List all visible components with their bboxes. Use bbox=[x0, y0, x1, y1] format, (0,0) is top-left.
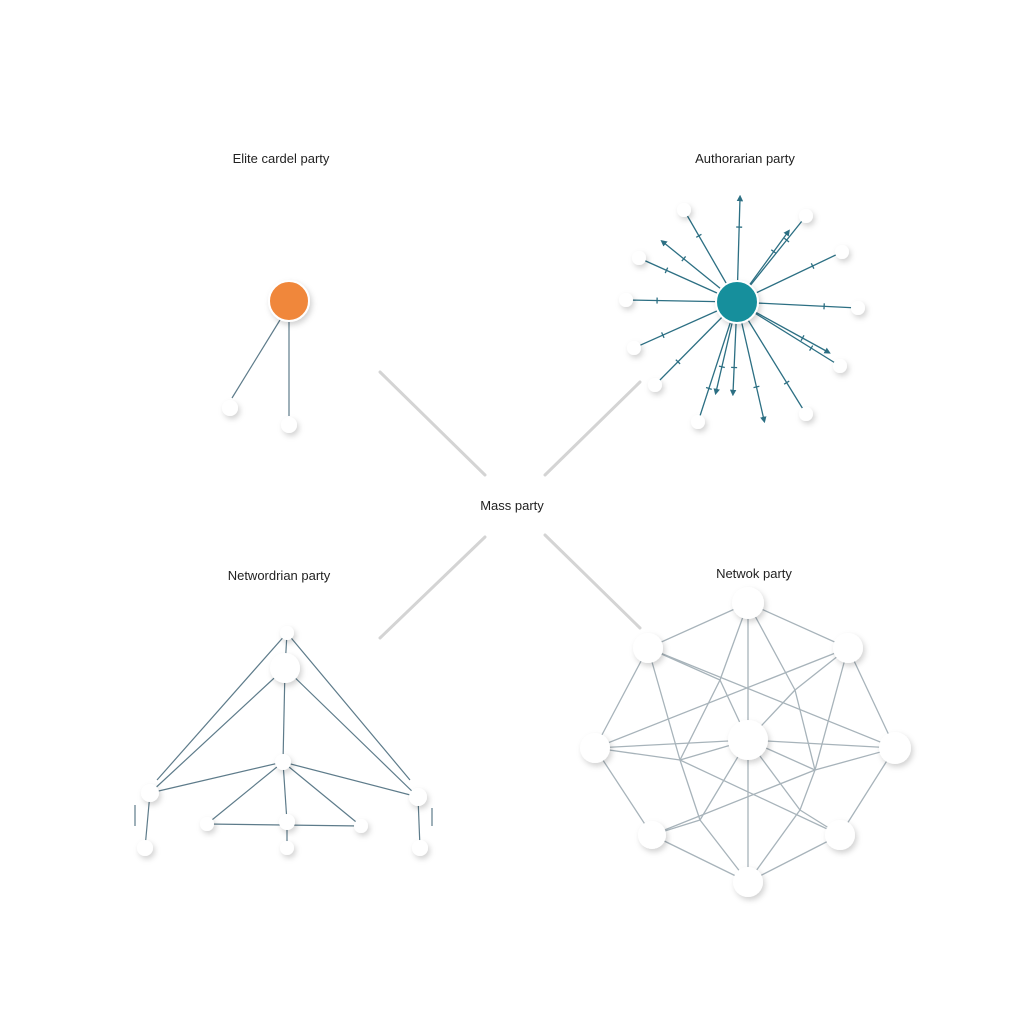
spoke-tick bbox=[754, 386, 760, 387]
hierarchy-edge bbox=[150, 762, 283, 793]
authoritarian-leaf-node bbox=[619, 293, 633, 307]
elite-edge bbox=[232, 320, 280, 398]
hierarchy-edge bbox=[285, 668, 418, 797]
networdrian-party-diagram bbox=[135, 626, 432, 856]
authoritarian-party-diagram bbox=[619, 198, 865, 429]
elite-party-label: Elite cardel party bbox=[233, 151, 330, 166]
authoritarian-party-label: Authorarian party bbox=[695, 151, 795, 166]
elite-leaf-node bbox=[281, 417, 297, 433]
mass-party-label: Mass party bbox=[480, 498, 544, 513]
network-edge bbox=[848, 648, 895, 748]
hierarchy-edge bbox=[287, 633, 410, 780]
connector-to-networdrian bbox=[380, 537, 485, 638]
authoritarian-leaf-node bbox=[799, 407, 813, 421]
network-edge bbox=[648, 648, 895, 748]
hierarchy-node bbox=[275, 754, 291, 770]
connector-to-authoritarian bbox=[545, 382, 640, 475]
hierarchy-node bbox=[137, 840, 153, 856]
network-edge bbox=[748, 603, 848, 648]
network-edge bbox=[680, 760, 840, 835]
authoritarian-leaf-node bbox=[835, 245, 849, 259]
elite-core-node bbox=[269, 281, 309, 321]
hierarchy-node bbox=[270, 653, 300, 683]
network-node bbox=[633, 633, 663, 663]
hierarchy-edge bbox=[283, 762, 287, 822]
hierarchy-node bbox=[200, 817, 214, 831]
hierarchy-edge bbox=[150, 668, 285, 793]
network-node bbox=[728, 720, 768, 760]
network-edge bbox=[652, 770, 815, 835]
network-edge bbox=[800, 770, 815, 810]
network-edge bbox=[795, 690, 815, 770]
authoritarian-leaf-node bbox=[648, 378, 662, 392]
spoke-tick bbox=[706, 387, 712, 389]
authoritarian-leaf-node bbox=[677, 203, 691, 217]
connector-to-network bbox=[545, 535, 640, 628]
connector-to-elite bbox=[380, 372, 485, 475]
network-edge bbox=[595, 648, 648, 748]
hierarchy-node bbox=[412, 840, 428, 856]
elite-leaf-node bbox=[222, 400, 238, 416]
authoritarian-leaf-node bbox=[691, 415, 705, 429]
network-node bbox=[879, 732, 911, 764]
hierarchy-edge bbox=[157, 633, 287, 780]
network-edge bbox=[648, 603, 748, 648]
authoritarian-leaf-node bbox=[627, 341, 641, 355]
hierarchy-node bbox=[409, 788, 427, 806]
network-node bbox=[638, 821, 666, 849]
hierarchy-node bbox=[354, 819, 368, 833]
network-node bbox=[825, 820, 855, 850]
hierarchy-edge bbox=[283, 762, 418, 797]
hierarchy-node bbox=[280, 626, 294, 640]
network-edge bbox=[680, 680, 720, 760]
network-party-label: Netwok party bbox=[716, 566, 792, 581]
network-node bbox=[733, 867, 763, 897]
spoke-tick bbox=[719, 366, 725, 367]
network-edge bbox=[680, 760, 700, 820]
authoritarian-leaf-node bbox=[833, 359, 847, 373]
networdrian-party-label: Networdrian party bbox=[228, 568, 331, 583]
network-party-diagram bbox=[580, 587, 911, 897]
elite-party-diagram bbox=[222, 281, 309, 433]
hierarchy-node bbox=[141, 784, 159, 802]
authoritarian-leaf-node bbox=[632, 251, 646, 265]
network-edge bbox=[595, 648, 848, 748]
network-edge bbox=[815, 648, 848, 770]
authoritarian-leaf-node bbox=[799, 209, 813, 223]
network-node bbox=[732, 587, 764, 619]
network-edge bbox=[595, 748, 652, 835]
hierarchy-node bbox=[280, 841, 294, 855]
network-node bbox=[833, 633, 863, 663]
network-node bbox=[580, 733, 610, 763]
authoritarian-leaf-node bbox=[851, 301, 865, 315]
authoritarian-hub-node bbox=[716, 281, 758, 323]
network-edge bbox=[652, 835, 748, 882]
network-edge bbox=[748, 835, 840, 882]
hierarchy-node bbox=[279, 814, 295, 830]
